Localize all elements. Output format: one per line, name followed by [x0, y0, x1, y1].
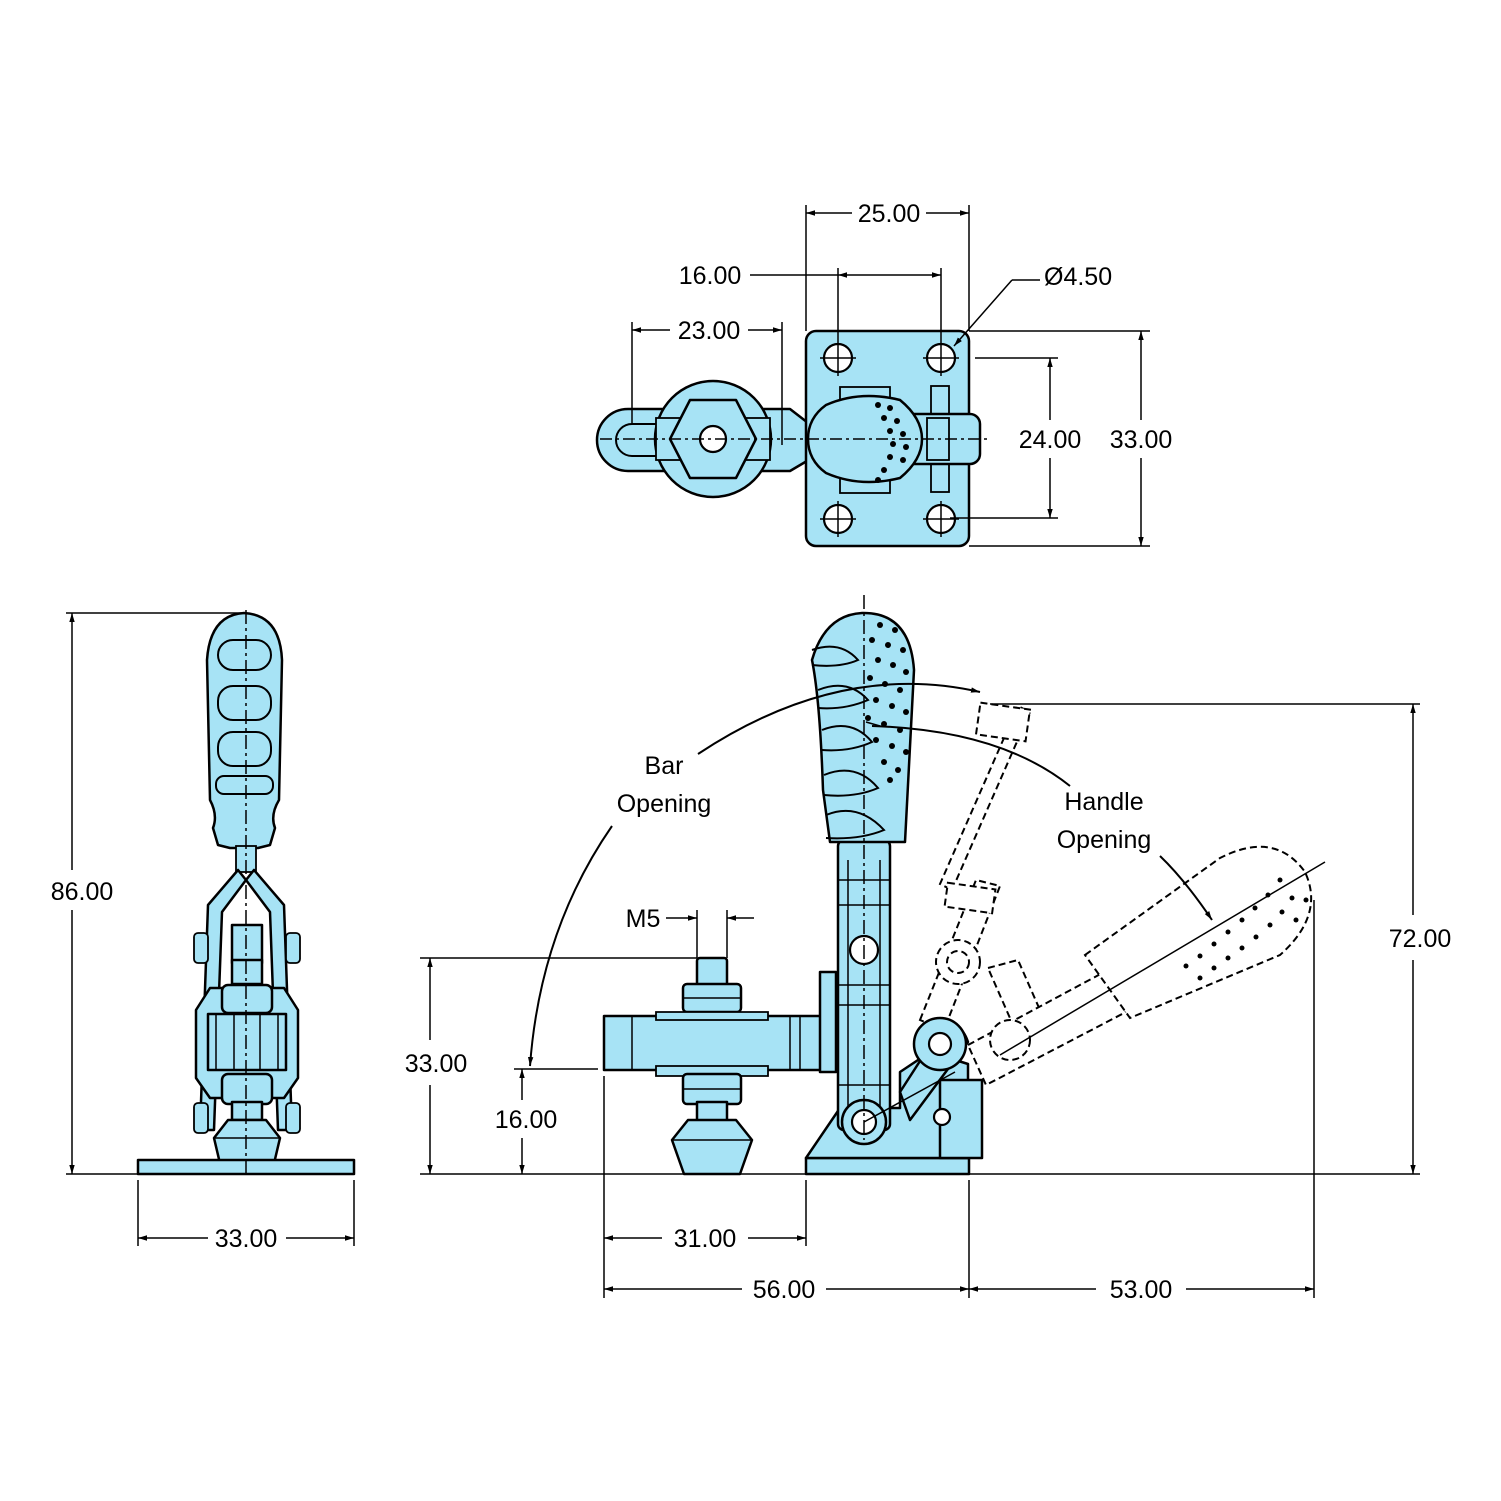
side-view-open-grip-dots: [1183, 877, 1309, 981]
top-view: [595, 329, 990, 548]
side-view-spindle-top: [695, 956, 729, 988]
side-view-bar-collar: [818, 970, 838, 1074]
front-view-pivot-lower-right: [285, 1102, 301, 1134]
side-view-dimensions: M5 33.00 16.00 31.00 56.00 53.00 72.00: [405, 682, 1452, 1304]
side-view-handle-grip: [810, 611, 916, 844]
side-view-spindle-tip: [670, 1118, 754, 1176]
dim-top-hole-diameter: Ø4.50: [1044, 263, 1112, 291]
front-view-spindle: [230, 1100, 264, 1122]
handle-opening-label-line1: Handle: [1064, 788, 1143, 816]
dim-side-length-56: 56.00: [753, 1276, 816, 1304]
dim-top-width: 25.00: [858, 200, 921, 228]
handle-opening-label-line2: Opening: [1057, 826, 1152, 854]
side-view-base-plate: [804, 1156, 971, 1176]
front-view-upper-nut: [220, 983, 274, 1015]
front-view-handle-grips: [215, 639, 274, 795]
side-view-open-handle-grip: [1083, 845, 1313, 1020]
dim-top-hole-spacing-24: 24.00: [1019, 426, 1082, 454]
handle-opening-arc-upper: [871, 725, 1071, 787]
front-view-lower-nut: [220, 1072, 274, 1106]
dim-side-length-53: 53.00: [1110, 1276, 1173, 1304]
front-view-pivot-lower-left: [193, 1102, 209, 1134]
dim-top-height-33: 33.00: [1110, 426, 1173, 454]
dim-front-width-33: 33.00: [215, 1225, 278, 1253]
bar-opening-arc-upper: [697, 682, 981, 755]
dim-side-height-33: 33.00: [405, 1050, 468, 1078]
front-view: [136, 610, 356, 1176]
dim-top-hole-spacing-16: 16.00: [679, 262, 742, 290]
dim-side-height-16: 16.00: [495, 1106, 558, 1134]
front-view-spindle-top: [230, 958, 264, 986]
bar-opening-label-line1: Bar: [645, 752, 684, 780]
front-view-bar-section: [206, 1012, 288, 1072]
dim-side-length-31: 31.00: [674, 1225, 737, 1253]
side-view-upper-washer: [655, 1011, 769, 1021]
bar-opening-label-line2: Opening: [617, 790, 712, 818]
top-view-rivet-upper: [930, 385, 950, 417]
dim-top-arm-23: 23.00: [678, 317, 741, 345]
bar-opening-arc-lower: [527, 825, 613, 1067]
top-view-dimensions: 25.00 16.00 Ø4.50 23.00 24.00 33.00: [631, 200, 1173, 547]
side-view-lower-washer: [655, 1065, 769, 1077]
top-view-handle-grip-dots: [875, 402, 909, 483]
handle-opening-arc-lower: [1159, 855, 1213, 921]
front-view-link-pin: [230, 923, 264, 965]
side-view-handle-grooves: [811, 645, 886, 840]
side-view-clamp-bar: [602, 1014, 828, 1072]
dim-side-height-72: 72.00: [1389, 925, 1452, 953]
side-view-body-hole: [932, 1107, 952, 1127]
front-view-dimensions: 86.00 33.00: [51, 612, 355, 1253]
front-view-handle: [205, 611, 284, 850]
top-view-rivet-lower: [930, 461, 950, 493]
dim-front-height-86: 86.00: [51, 878, 114, 906]
side-view-open-position: [918, 701, 1326, 1087]
dim-thread-m5: M5: [626, 905, 661, 933]
front-view-pivot-left: [193, 932, 209, 964]
side-view: [602, 595, 1326, 1176]
front-view-pivot-right: [285, 932, 301, 964]
side-view-link-pivot-hole: [927, 1031, 953, 1057]
